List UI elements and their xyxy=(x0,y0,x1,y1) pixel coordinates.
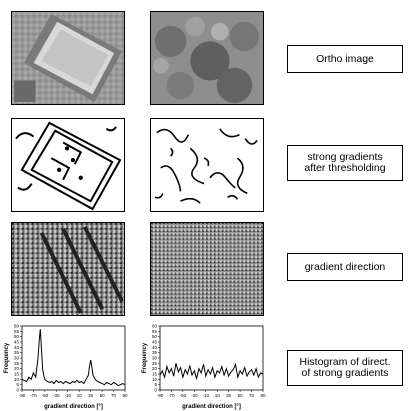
y-tick-label: 30 xyxy=(14,356,20,361)
series-line xyxy=(21,329,126,387)
y-tick-label: 35 xyxy=(14,350,20,355)
y-tick-label: 5 xyxy=(16,382,19,387)
ortho-image-trees xyxy=(150,11,264,105)
y-tick-label: 60 xyxy=(14,324,20,329)
plot-frame xyxy=(21,325,126,391)
y-tick-label: 0 xyxy=(154,388,157,393)
series-line xyxy=(159,362,264,381)
y-tick-label: 60 xyxy=(152,324,158,329)
label-histogram-line1: Histogram of direct. xyxy=(299,356,391,368)
x-tick-label: 30 xyxy=(88,393,94,398)
label-gradients-line1: strong gradients xyxy=(307,151,383,163)
y-tick-label: 10 xyxy=(14,377,20,382)
x-tick-label: 50 xyxy=(100,393,106,398)
y-tick-label: 0 xyxy=(16,388,19,393)
label-gradients-line2: after thresholding xyxy=(304,162,386,174)
x-tick-label: -50 xyxy=(180,393,187,398)
y-axis-label: Frequency xyxy=(142,342,148,373)
y-tick-label: 5 xyxy=(154,382,157,387)
y-tick-label: 20 xyxy=(14,366,20,371)
x-tick-label: -30 xyxy=(191,393,198,398)
x-tick-label: 70 xyxy=(249,393,255,398)
y-tick-label: 15 xyxy=(14,372,20,377)
x-tick-label: 10 xyxy=(77,393,83,398)
gradient-threshold-building xyxy=(11,118,125,212)
gradient-direction-trees xyxy=(150,222,264,316)
y-tick-label: 40 xyxy=(152,345,158,350)
x-tick-label: -10 xyxy=(203,393,210,398)
y-tick-label: 55 xyxy=(152,329,158,334)
y-tick-label: 25 xyxy=(14,361,20,366)
x-tick-label: 30 xyxy=(226,393,232,398)
label-direction-text: gradient direction xyxy=(304,260,386,273)
x-tick-label: -90 xyxy=(19,393,26,398)
label-ortho-image: Ortho image xyxy=(287,45,403,73)
y-tick-label: 55 xyxy=(14,329,20,334)
label-histogram: Histogram of direct. of strong gradients xyxy=(287,350,403,386)
y-tick-label: 45 xyxy=(14,340,20,345)
label-ortho-text: Ortho image xyxy=(316,52,374,65)
gradient-direction-building xyxy=(11,222,125,316)
x-tick-label: -30 xyxy=(53,393,60,398)
y-tick-label: 35 xyxy=(152,350,158,355)
y-tick-label: 25 xyxy=(152,361,158,366)
x-axis-label: gradient direction [°] xyxy=(44,404,103,410)
y-tick-label: 50 xyxy=(152,334,158,339)
x-tick-label: -90 xyxy=(157,393,164,398)
x-tick-label: -10 xyxy=(65,393,72,398)
y-axis-label: Frequency xyxy=(4,342,10,373)
y-tick-label: 30 xyxy=(152,356,158,361)
gradient-threshold-trees xyxy=(150,118,264,212)
y-tick-label: 50 xyxy=(14,334,20,339)
x-tick-label: 70 xyxy=(111,393,117,398)
y-tick-label: 10 xyxy=(152,377,158,382)
plot-frame xyxy=(159,325,264,391)
label-histogram-line2: of strong gradients xyxy=(301,367,389,379)
label-strong-gradients: strong gradients after thresholding xyxy=(287,145,403,181)
x-tick-label: -70 xyxy=(30,393,37,398)
x-tick-label: 50 xyxy=(238,393,244,398)
x-tick-label: 90 xyxy=(122,393,128,398)
x-axis-label: gradient direction [°] xyxy=(182,404,241,410)
ortho-image-building xyxy=(11,11,125,105)
x-tick-label: 90 xyxy=(260,393,266,398)
x-tick-label: -70 xyxy=(168,393,175,398)
label-gradient-direction: gradient direction xyxy=(287,253,403,281)
y-tick-label: 15 xyxy=(152,372,158,377)
y-tick-label: 40 xyxy=(14,345,20,350)
x-tick-label: 10 xyxy=(215,393,221,398)
y-tick-label: 20 xyxy=(152,366,158,371)
x-tick-label: -50 xyxy=(42,393,49,398)
y-tick-label: 45 xyxy=(152,340,158,345)
